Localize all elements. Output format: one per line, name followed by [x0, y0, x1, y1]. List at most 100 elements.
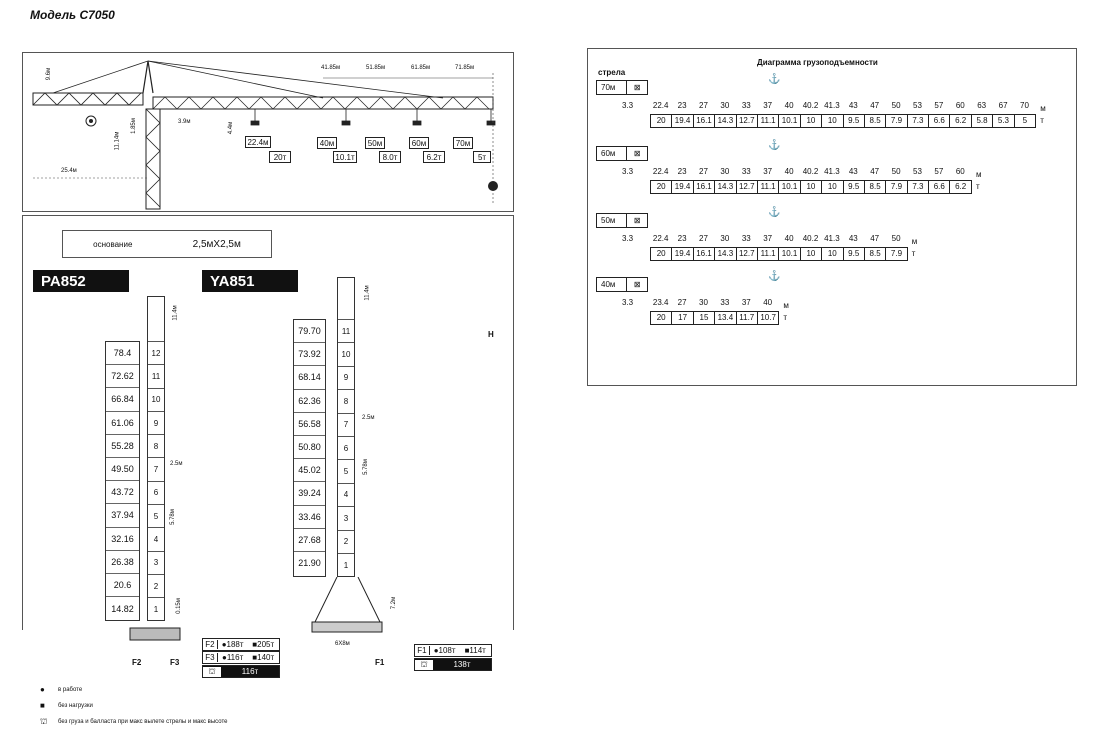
- h-label: H: [488, 330, 494, 339]
- tower-config-panel: [22, 215, 514, 630]
- radius-label: 22.4: [652, 167, 669, 176]
- radius-label: 50: [891, 167, 901, 176]
- load-cell: 19.4: [672, 115, 694, 127]
- crane-drawing: [32, 60, 498, 210]
- load-cell: 11.1: [758, 115, 780, 127]
- legend-text: без груза и балласта при макс вылете стр…: [58, 719, 228, 725]
- section-cell: 1: [343, 561, 349, 571]
- load-chart-title: Диаграмма грузоподъемности: [757, 58, 878, 67]
- jib-length-box: 60м⊠: [596, 146, 648, 161]
- section-cell: 10: [338, 343, 354, 367]
- pa852-arrow-f2: F2: [132, 658, 142, 667]
- radius-label: 30: [699, 298, 708, 307]
- pa852-title: PA852: [33, 270, 129, 292]
- model-title: Модель С7050: [30, 8, 115, 22]
- pa852-f2-row: F2 ●188т ■205т: [202, 638, 280, 651]
- start-radius: 3.3: [622, 234, 634, 243]
- height-cell: 79.70: [294, 320, 325, 344]
- jib-pos-40: 40м: [317, 137, 337, 149]
- load-cell: 19.4: [672, 248, 694, 260]
- load-cell: 10: [822, 181, 844, 193]
- height-cell: 49.50: [106, 458, 139, 482]
- load-cell: 9.5: [844, 181, 865, 193]
- load-cell: 7.3: [908, 115, 930, 127]
- radius-label: 47: [870, 101, 880, 110]
- load-cell: 7.3: [908, 181, 930, 193]
- jib-cross-icon: ⊠: [626, 147, 647, 160]
- ya851-base-frame: [311, 577, 383, 633]
- jib-length-label: 50м: [601, 216, 616, 225]
- load-cell: 7.9: [886, 115, 908, 127]
- jib-length-box: 70м⊠: [596, 80, 648, 95]
- load-chart-panel: [587, 48, 1077, 386]
- ya851-dim-section: 5.78м: [362, 459, 369, 475]
- height-cell: 61.06: [106, 412, 139, 435]
- radius-label: 33: [720, 298, 730, 307]
- height-cell: 27.68: [294, 529, 325, 552]
- legend-symbol: ●: [40, 685, 45, 694]
- section-cell: 6: [148, 482, 164, 506]
- load-cell: 6.2: [955, 182, 967, 191]
- ya851-dim-bottom: 7.2м: [391, 596, 398, 610]
- unit-t: т: [783, 313, 788, 322]
- height-cell: 72.62: [106, 365, 139, 389]
- dim-tower-label: 11.14м: [114, 131, 121, 151]
- ya851-dim-base: 6Х8м: [335, 641, 350, 647]
- legend-item: ⛫ без груза и балласта при макс вылете с…: [40, 717, 227, 727]
- load-cell: 8.5: [865, 248, 887, 260]
- section-cell: 12: [148, 342, 164, 366]
- radius-label: 50: [891, 101, 901, 110]
- load-cell: 7.9: [886, 181, 908, 193]
- pa852-total-row: ⛫ 116т: [202, 665, 280, 678]
- unit-m: м: [976, 170, 982, 179]
- radius-label: 50: [891, 234, 901, 243]
- load-cell: 6.2: [950, 115, 972, 127]
- radius-label: 41.3: [824, 234, 840, 243]
- section-cell: 1: [153, 605, 159, 615]
- radius-label: 27: [699, 234, 708, 243]
- radius-label: 27: [677, 298, 687, 307]
- ya851-title: YA851: [202, 270, 298, 292]
- jib-pos-22: 22.4м: [245, 136, 271, 148]
- load-cell: 14.3: [715, 248, 737, 260]
- height-cell: 78.4: [106, 342, 139, 366]
- radius-label: 67: [998, 101, 1008, 110]
- load-cell: 20: [651, 248, 673, 260]
- ya851-total-row: ⛫ 138т: [414, 658, 492, 671]
- jib-span-4: 71.85м: [455, 65, 475, 71]
- trolley-hook-icon: ⚓: [768, 271, 781, 282]
- load-cell: 5.8: [972, 115, 994, 127]
- section-cell: 11: [338, 320, 354, 344]
- f3-working: ●116т: [221, 653, 244, 662]
- pa852-dim-bottom: 0.15м: [175, 598, 182, 614]
- height-cell: 45.02: [294, 459, 325, 483]
- radius-label: 37: [763, 167, 773, 176]
- load-cell: 10.1: [779, 181, 801, 193]
- load-cell: 9.5: [844, 115, 865, 127]
- load-cell: 16.1: [694, 181, 716, 193]
- section-cell: 3: [338, 507, 354, 531]
- radius-label: 60: [955, 101, 965, 110]
- pa852-mast: 12 11 10 9 8 7 6 5 4 3 2 1: [147, 296, 165, 621]
- ya851-dim-top: 11.4м: [364, 285, 371, 301]
- load-cell: 10.1: [779, 115, 801, 127]
- load-cell: 7.9: [890, 249, 903, 258]
- radius-label: 33: [741, 234, 751, 243]
- legend-item: ● в работе: [40, 685, 227, 694]
- height-cell: 14.82: [111, 603, 134, 614]
- radius-label: 43: [848, 234, 858, 243]
- unit-m: м: [783, 301, 789, 310]
- start-radius: 3.3: [622, 167, 634, 176]
- ya851-height-column: 79.70 73.92 68.14 62.36 56.58 50.80 45.0…: [293, 319, 326, 577]
- height-cell: 32.16: [106, 528, 139, 551]
- load-cell: 8.5: [865, 115, 887, 127]
- height-cell: 43.72: [106, 481, 139, 505]
- trolley-hook-icon: ⚓: [768, 74, 781, 85]
- radius-label: 43: [848, 101, 858, 110]
- load-cell: 11.7: [737, 312, 758, 324]
- jib-span-1: 41.85м: [321, 65, 341, 71]
- load-cell: 14.3: [715, 181, 737, 193]
